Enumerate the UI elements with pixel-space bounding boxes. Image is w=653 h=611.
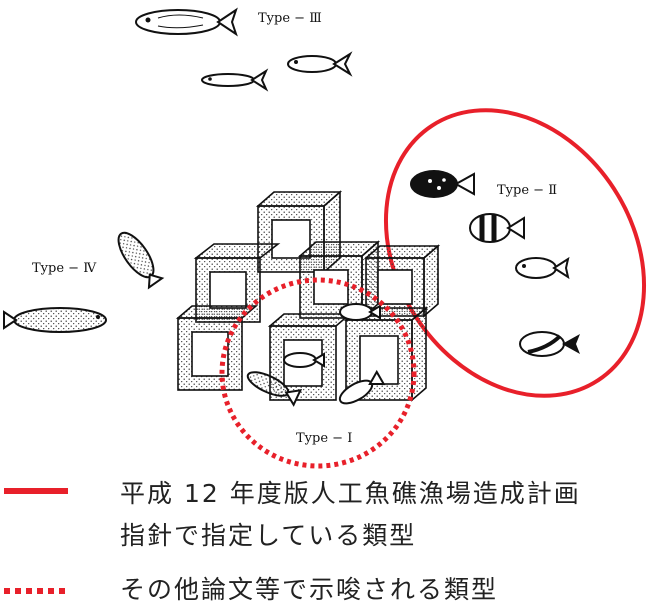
fish-type4-b bbox=[3, 307, 107, 333]
fish-type1-c bbox=[283, 352, 325, 368]
type1-dotted-outline bbox=[219, 277, 417, 469]
label-type1: Type − Ⅰ bbox=[296, 431, 352, 446]
label-type3: Type − Ⅲ bbox=[258, 11, 322, 26]
legend-solid-text-1: 平成 12 年度版人工魚礁漁場造成計画 bbox=[120, 479, 581, 508]
fish-type2-d bbox=[519, 331, 580, 357]
fish-type3-small-b bbox=[287, 51, 353, 77]
fish-type1-d bbox=[339, 303, 381, 321]
fish-type1-a bbox=[246, 371, 303, 407]
fish-type3-large bbox=[135, 7, 238, 37]
artificial-reef-blocks bbox=[175, 190, 441, 402]
fish-type2-c bbox=[515, 256, 570, 280]
fish-type4-a bbox=[117, 231, 165, 290]
fish-type2-a bbox=[410, 170, 475, 198]
label-type2: Type − Ⅱ bbox=[497, 183, 557, 198]
legend-dotted-text: その他論文等で示唆される類型 bbox=[120, 575, 499, 604]
legend-dotted: その他論文等で示唆される類型 bbox=[0, 568, 653, 610]
label-type4: Type − Ⅳ bbox=[32, 261, 97, 276]
fish-reef-diagram: Type − Ⅲ Type − Ⅱ Type − Ⅳ bbox=[3, 7, 647, 469]
fish-type3-small-a bbox=[201, 68, 269, 92]
legend-dotted-swatch bbox=[4, 588, 68, 594]
legend-solid-swatch bbox=[4, 488, 68, 494]
legend-solid: 平成 12 年度版人工魚礁漁場造成計画 指針で指定している類型 bbox=[0, 474, 653, 564]
fish-type1-b bbox=[338, 369, 386, 405]
fish-type2-b bbox=[469, 213, 525, 243]
legend-solid-text-2: 指針で指定している類型 bbox=[120, 521, 417, 550]
